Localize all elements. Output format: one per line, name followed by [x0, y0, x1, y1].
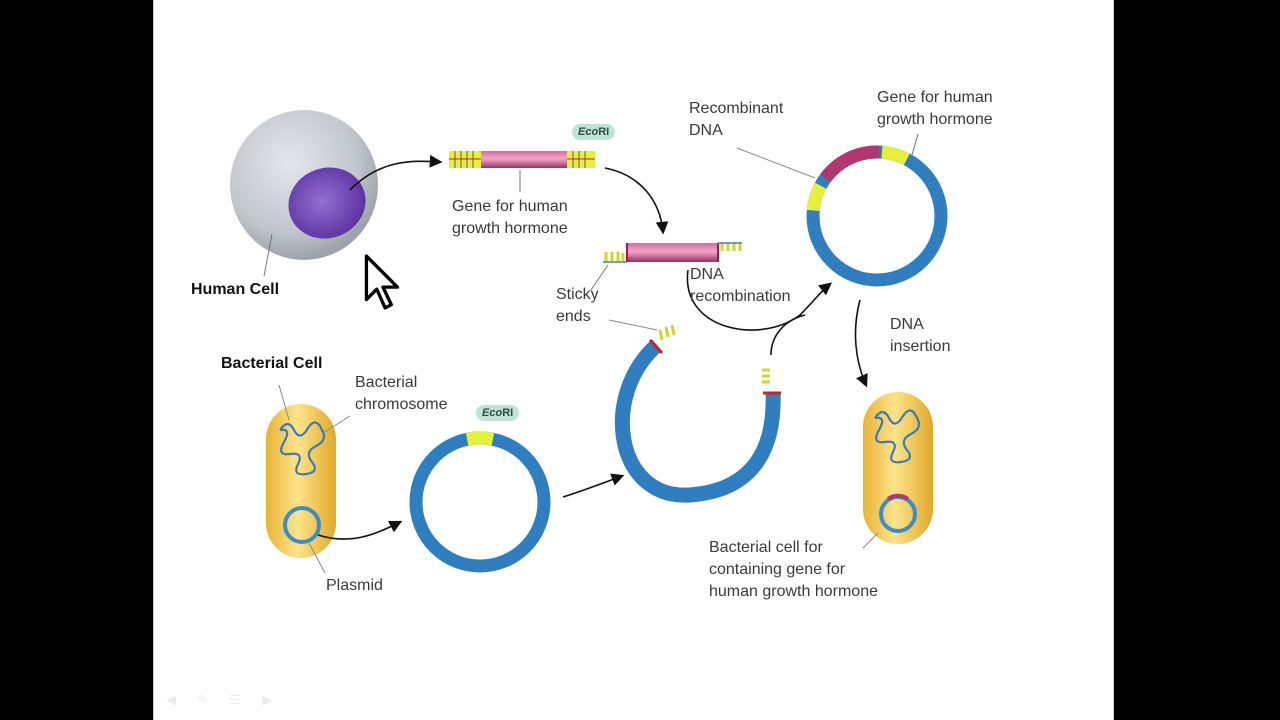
pen-icon[interactable]: ✎	[197, 692, 209, 707]
label-line: ends	[556, 308, 591, 325]
label-line: Sticky	[556, 286, 599, 303]
label-line: Bacterial	[355, 374, 418, 391]
menu-icon[interactable]: ☰	[229, 692, 241, 707]
recombinant-dna-ring	[736, 133, 948, 287]
slideshow-nav: ◀ ✎ ☰ ▶	[162, 692, 276, 707]
gene-strand-top	[449, 151, 595, 192]
arrow-open-plasmid-join	[770, 314, 806, 356]
label-recombinant-dna: Recombinant DNA	[689, 98, 783, 142]
label-line: Gene for human	[452, 198, 568, 215]
label-line: DNA	[890, 316, 924, 333]
next-icon[interactable]: ▶	[262, 692, 272, 707]
arrow-extract-plasmid	[317, 520, 403, 540]
arrow-cut	[604, 167, 669, 235]
label-line: insertion	[890, 338, 951, 355]
arrow-cut-plasmid	[562, 473, 625, 498]
label-line: Recombinant	[689, 100, 784, 117]
label-line: containing gene for	[709, 561, 846, 578]
ecori-normal: RI	[502, 407, 514, 419]
label-line: chromosome	[355, 396, 448, 413]
sticky-end-left	[449, 151, 481, 168]
ecori-italic: Eco	[578, 126, 599, 138]
label-sticky-ends: Sticky ends	[556, 284, 599, 328]
letterbox-right	[1114, 0, 1280, 720]
plasmid-ring	[409, 431, 551, 573]
label-line: DNA	[689, 122, 723, 139]
arrow-insertion	[854, 299, 868, 388]
label-result-cell: Bacterial cell for containing gene for h…	[709, 537, 878, 603]
bacterial-chromosome	[874, 409, 921, 464]
arrow-recombination	[686, 269, 832, 331]
label-line: Bacterial cell for	[709, 539, 823, 556]
label-human-cell: Human Cell	[191, 281, 280, 298]
label-gene-top: Gene for human growth hormone	[452, 196, 568, 240]
gene-fragment	[590, 242, 742, 291]
label-dna-insertion: DNA insertion	[890, 314, 950, 358]
label-gene-ring: Gene for human growth hormone	[877, 87, 993, 131]
plasmid	[283, 506, 321, 544]
label-line: growth hormone	[452, 220, 568, 237]
sticky-ends-leader	[608, 319, 658, 331]
label-bacterial-chromosome: Bacterial chromosome	[355, 372, 447, 416]
letterbox-left	[0, 0, 153, 720]
prev-icon[interactable]: ◀	[166, 692, 176, 707]
result-bacterial-cell	[862, 392, 933, 549]
label-line: recombination	[690, 288, 791, 305]
human-cell	[230, 110, 378, 277]
label-line: DNA	[690, 266, 724, 283]
sticky-end-right	[567, 151, 595, 168]
bacterial-cell	[266, 384, 351, 574]
ecori-badge-top: EcoRI	[572, 124, 616, 140]
ecori-badge-plasmid: EcoRI	[476, 405, 520, 421]
label-dna-recombination: DNA recombination	[690, 264, 791, 308]
arrow-extract	[349, 154, 443, 191]
ecori-normal: RI	[598, 126, 610, 138]
mouse-cursor-icon	[364, 254, 400, 310]
label-plasmid: Plasmid	[326, 577, 383, 594]
label-bacterial-cell: Bacterial Cell	[221, 355, 323, 372]
bacterial-chromosome	[279, 421, 326, 476]
open-plasmid	[614, 324, 781, 503]
ecori-italic: Eco	[482, 407, 503, 419]
label-line: human growth hormone	[709, 583, 878, 600]
label-line: Gene for human	[877, 89, 993, 106]
nucleus	[288, 167, 366, 239]
label-line: growth hormone	[877, 111, 993, 128]
